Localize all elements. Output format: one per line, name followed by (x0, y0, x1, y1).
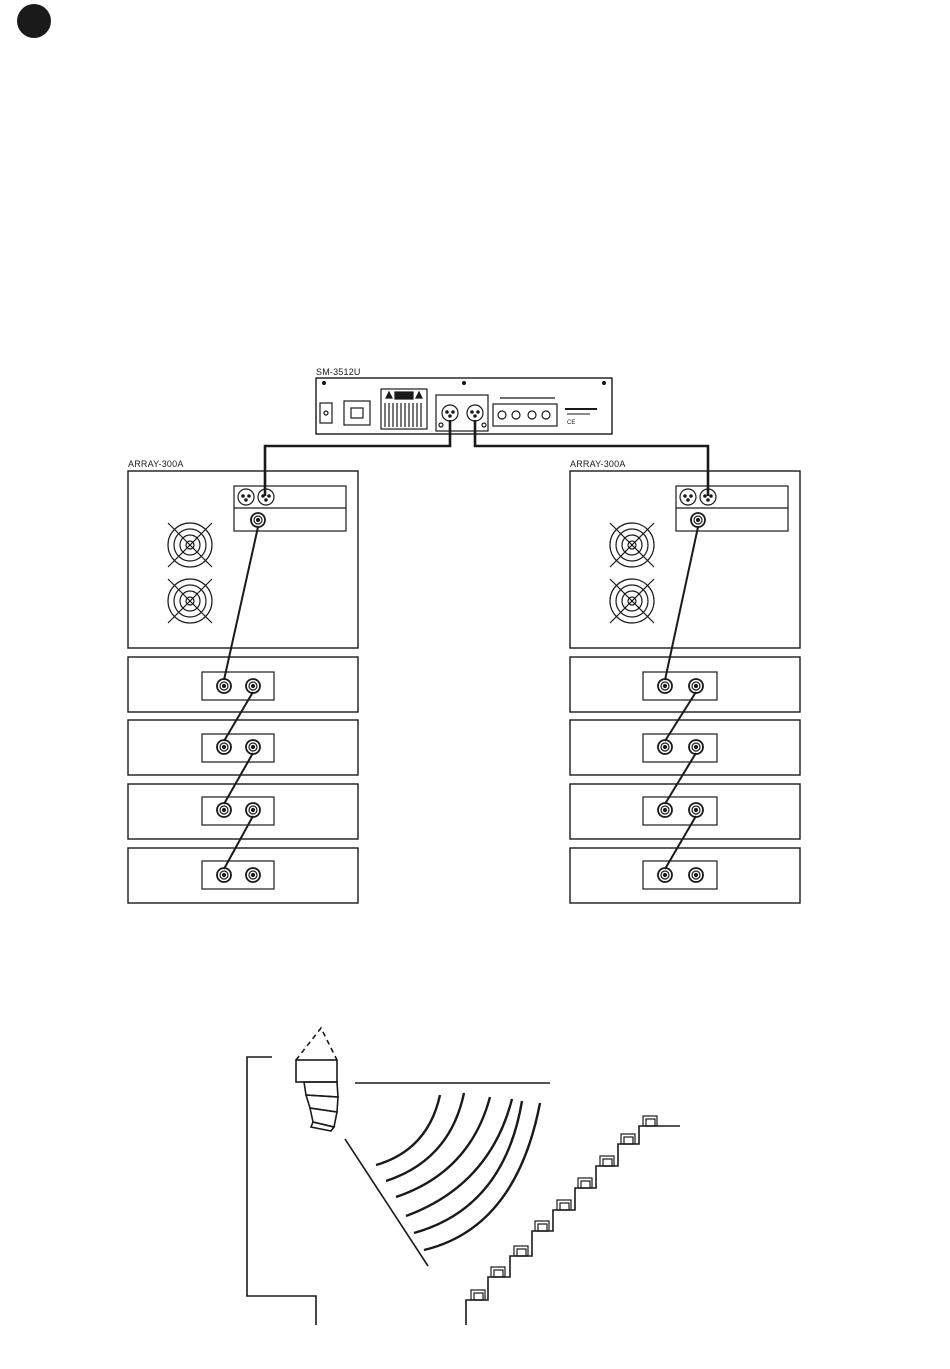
left-satellite-cabinet (128, 848, 358, 903)
venue-coverage-sketch (247, 1028, 680, 1325)
right-satellite-cabinet (570, 657, 800, 712)
right-satellite-cabinet (570, 720, 800, 775)
power-socket-icon (344, 401, 370, 425)
mixer-rear-panel: CE (316, 378, 612, 434)
left-xlr-in-icon (238, 489, 254, 505)
svg-text:CE: CE (567, 420, 575, 426)
speaker-grille-icon (610, 579, 654, 623)
right-satellite-cabinet (570, 848, 800, 903)
power-switch-icon (320, 403, 332, 423)
left-satellite-cabinet (128, 657, 358, 712)
mixer-output-block (436, 395, 488, 431)
right-output-xlr-icon (467, 405, 483, 421)
right-speakon-out-icon (691, 513, 705, 527)
right-xlr-in-icon (680, 489, 696, 505)
speaker-grille-icon (610, 523, 654, 567)
left-output-xlr-icon (442, 405, 458, 421)
speaker-grille-icon (168, 579, 212, 623)
mixer-rca-block (493, 404, 557, 426)
speaker-grille-icon (168, 523, 212, 567)
right-array-stack (570, 471, 800, 903)
venue-wall (247, 1057, 316, 1325)
left-link-cables (224, 527, 258, 869)
left-speakon-out-icon (251, 513, 265, 527)
flown-array-icon (296, 1028, 338, 1131)
left-satellite-cabinet (128, 720, 358, 775)
stepped-seating (466, 1116, 680, 1325)
sound-wave-arcs (376, 1093, 540, 1250)
right-satellite-cabinet (570, 784, 800, 839)
coverage-lower-edge (345, 1139, 428, 1266)
left-satellite-cabinet (128, 784, 358, 839)
left-array-stack (128, 471, 358, 903)
right-link-cables (665, 527, 698, 869)
